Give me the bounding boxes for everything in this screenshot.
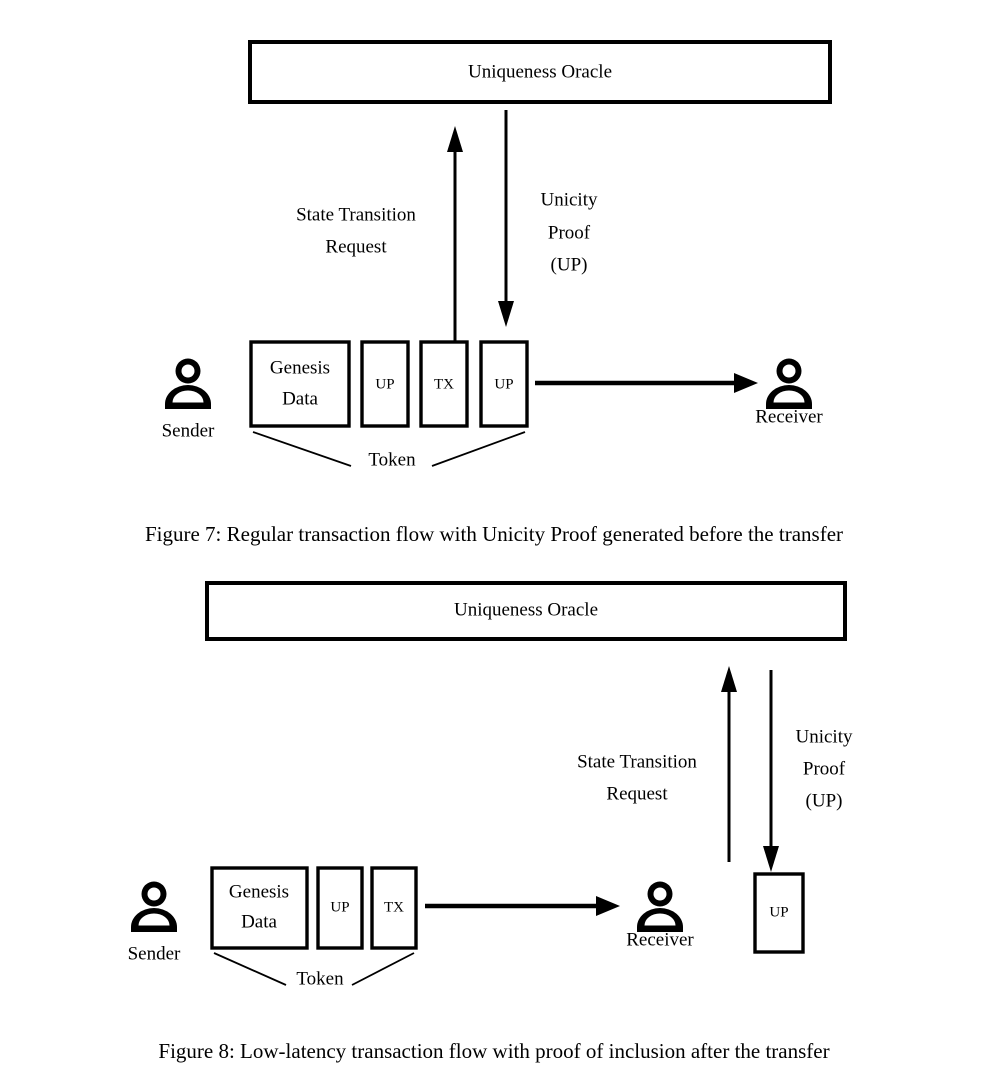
token-box-genesis-data: Genesis Data xyxy=(249,340,351,428)
state-transition-request-arrow-fig8: State Transition Request xyxy=(577,666,737,862)
figure-8-caption: Figure 8: Low-latency transaction flow w… xyxy=(158,1039,829,1063)
token-box-label: UP xyxy=(330,899,349,915)
unicity-proof-label-line2: Proof xyxy=(548,222,591,243)
standalone-up-box-label: UP xyxy=(769,904,788,920)
unicity-proof-label-line3: (UP) xyxy=(806,790,843,811)
unicity-proof-label-line3: (UP) xyxy=(551,254,588,275)
token-brace: Token xyxy=(213,952,415,989)
token-box-label-line2: Data xyxy=(241,911,277,932)
sender-actor-fig8: Sender xyxy=(128,881,181,964)
figure-7: Uniqueness Oracle State Transition Reque… xyxy=(145,40,843,546)
receiver-label: Receiver xyxy=(626,929,694,950)
state-transition-request-label-line1: State Transition xyxy=(296,204,416,225)
receiver-actor-fig8: Receiver xyxy=(626,881,694,950)
state-transition-request-label-line2: Request xyxy=(325,236,387,257)
token-label: Token xyxy=(368,449,416,470)
token-box-tx: TX xyxy=(419,340,469,428)
sender-actor-fig7: Sender xyxy=(162,358,215,441)
unicity-proof-label-line2: Proof xyxy=(803,758,846,779)
uniqueness-oracle-label: Uniqueness Oracle xyxy=(468,61,612,82)
sender-label: Sender xyxy=(128,943,181,964)
person-icon xyxy=(637,881,683,932)
uniqueness-oracle-box-fig7: Uniqueness Oracle xyxy=(248,40,832,104)
figure-8: Uniqueness Oracle State Transition Reque… xyxy=(128,581,853,1063)
token-box-up: UP xyxy=(316,866,364,950)
person-icon xyxy=(766,358,812,409)
token-box-label: TX xyxy=(434,376,454,392)
token-box-label-line1: Genesis xyxy=(229,881,289,902)
uniqueness-oracle-box-fig8: Uniqueness Oracle xyxy=(205,581,847,641)
person-icon xyxy=(165,358,211,409)
token-box-label: UP xyxy=(494,376,513,392)
unicity-proof-arrow-fig7: Unicity Proof (UP) xyxy=(498,110,598,327)
token-box-up-2: UP xyxy=(479,340,529,428)
token-box-up-1: UP xyxy=(360,340,410,428)
token-group-fig8: Genesis Data UP TX Token xyxy=(210,866,418,989)
token-box-label-line2: Data xyxy=(282,388,318,409)
token-box-label: TX xyxy=(384,899,404,915)
state-transition-request-label-line2: Request xyxy=(606,783,668,804)
state-transition-request-arrow-fig7: State Transition Request xyxy=(296,126,463,345)
receiver-label: Receiver xyxy=(755,406,823,427)
uniqueness-oracle-label: Uniqueness Oracle xyxy=(454,599,598,620)
token-box-genesis-data: Genesis Data xyxy=(210,866,309,950)
token-box-tx: TX xyxy=(370,866,418,950)
receiver-actor-fig7: Receiver xyxy=(755,358,823,427)
unicity-proof-arrow-fig8: Unicity Proof (UP) xyxy=(763,670,853,872)
figure-7-caption: Figure 7: Regular transaction flow with … xyxy=(145,522,843,546)
token-box-label-line1: Genesis xyxy=(270,357,330,378)
sender-label: Sender xyxy=(162,420,215,441)
standalone-up-box-fig8: UP xyxy=(753,872,805,954)
transfer-arrow-fig7 xyxy=(535,373,758,393)
token-group-fig7: Genesis Data UP TX UP Token xyxy=(249,340,529,470)
token-label: Token xyxy=(296,968,344,989)
person-icon xyxy=(131,881,177,932)
unicity-proof-label-line1: Unicity xyxy=(541,189,598,210)
state-transition-request-label-line1: State Transition xyxy=(577,751,697,772)
token-box-label: UP xyxy=(375,376,394,392)
token-brace: Token xyxy=(252,431,526,470)
unicity-proof-label-line1: Unicity xyxy=(796,726,853,747)
transfer-arrow-fig8 xyxy=(425,896,620,916)
